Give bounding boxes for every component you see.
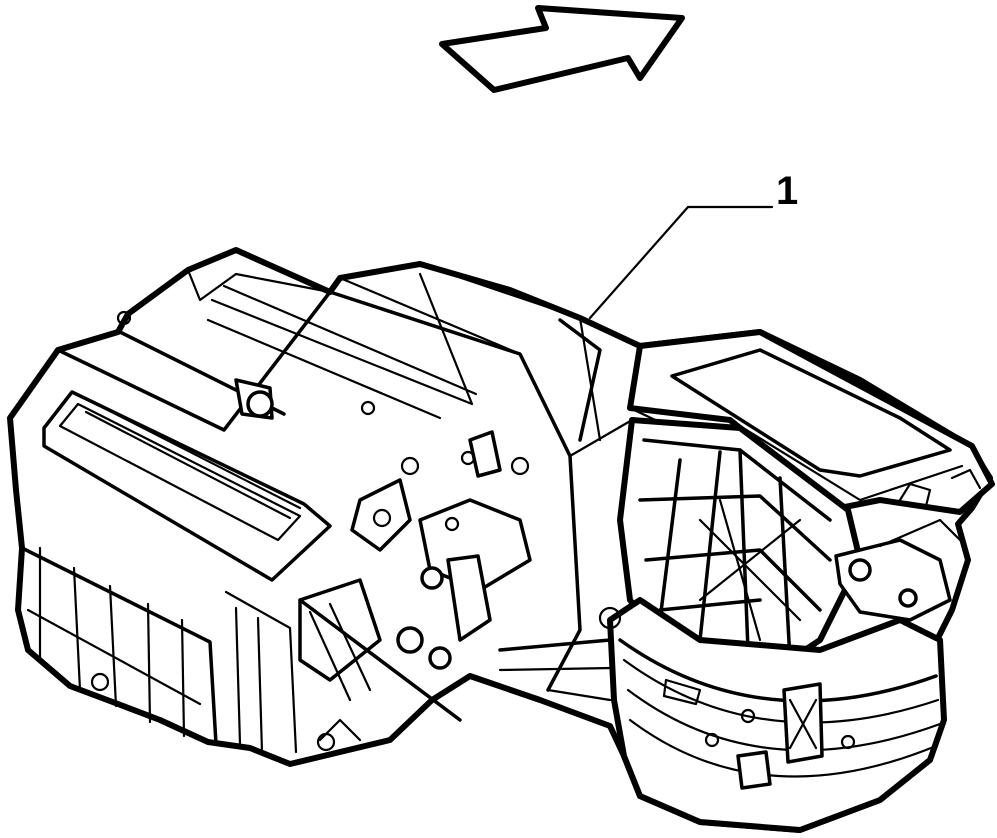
linkage-mechanism — [234, 378, 532, 742]
direction-arrow-icon — [439, 5, 685, 93]
heater-housing — [7, 247, 995, 833]
callout-1: 1 — [588, 169, 798, 320]
blower-cover — [627, 329, 995, 515]
blower-motor-housing — [598, 597, 947, 833]
blower-side-bracket — [834, 518, 962, 622]
callout-label-1: 1 — [776, 169, 798, 213]
